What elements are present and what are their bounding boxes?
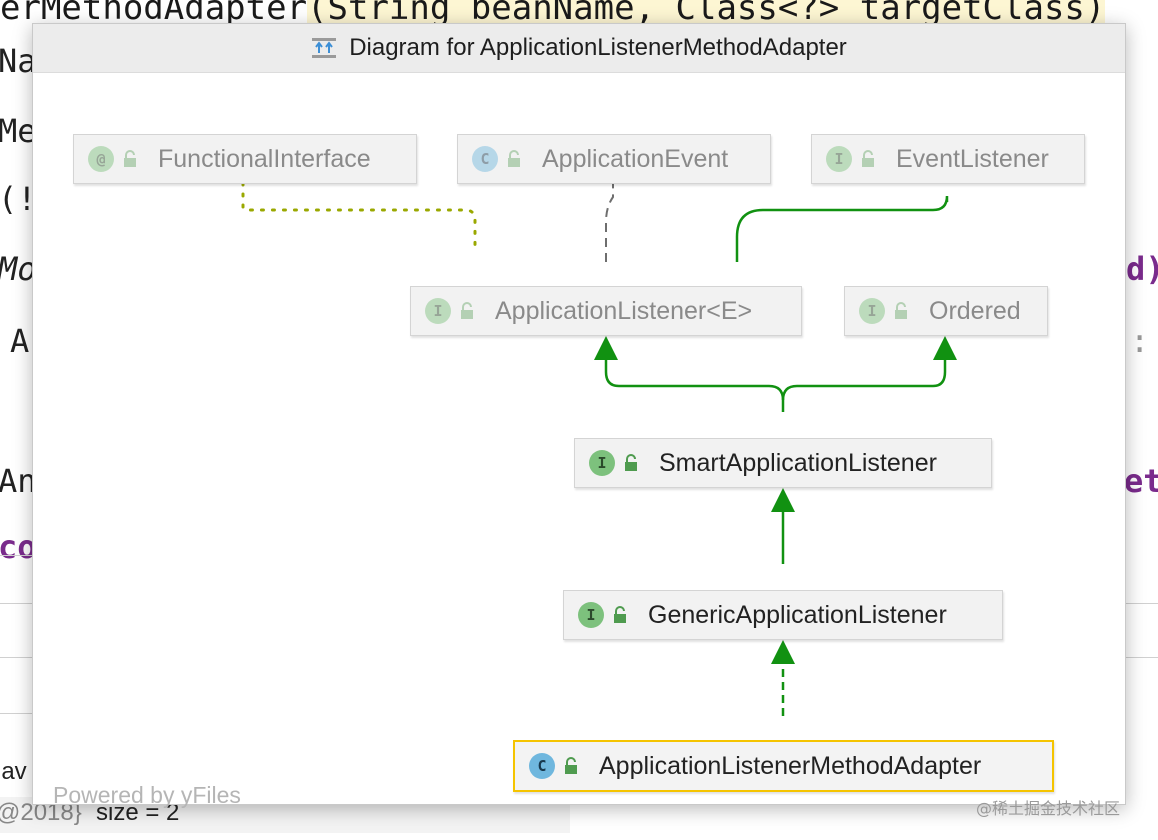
lock-icon [893, 302, 909, 320]
inheritance-edge [781, 357, 947, 401]
powered-by-label: Powered by yFiles [53, 782, 241, 808]
diagram-popup[interactable]: Diagram for ApplicationListenerMethodAda… [32, 23, 1126, 808]
node-application-event[interactable]: C ApplicationEvent [457, 134, 771, 184]
node-label: ApplicationEvent [542, 144, 729, 173]
node-label: ApplicationListener<E> [495, 296, 753, 325]
node-label: EventListener [896, 144, 1049, 173]
interface-badge-icon: I [826, 146, 852, 172]
node-application-listener-method-adapter[interactable]: C ApplicationListenerMethodAdapter [513, 740, 1054, 792]
popup-title-bar[interactable]: Diagram for ApplicationListenerMethodAda… [33, 24, 1125, 73]
panel-divider [0, 713, 40, 714]
node-label: ApplicationListenerMethodAdapter [599, 751, 982, 780]
code-fragment: co [0, 528, 37, 566]
inheritance-arrowhead [771, 488, 795, 512]
lock-icon [459, 302, 475, 320]
panel-divider [0, 657, 40, 658]
node-ordered[interactable]: I Ordered [844, 286, 1048, 336]
class-hierarchy-icon [311, 35, 337, 61]
panel-divider [1124, 657, 1158, 658]
interface-badge-icon: I [589, 450, 615, 476]
code-fragment: (! [0, 180, 37, 218]
node-application-listener[interactable]: I ApplicationListener<E> [410, 286, 802, 336]
code-fragment: An [0, 462, 37, 500]
inheritance-edge [604, 357, 785, 412]
lock-icon [612, 606, 628, 624]
lock-icon [860, 150, 876, 168]
panel-divider [1124, 603, 1158, 604]
class-badge-icon: C [472, 146, 498, 172]
interface-badge-icon: I [859, 298, 885, 324]
lock-icon [623, 454, 639, 472]
node-functional-interface[interactable]: @ FunctionalInterface [73, 134, 417, 184]
annotation-edge [241, 170, 477, 254]
node-event-listener[interactable]: I EventListener [811, 134, 1085, 184]
panel-divider [0, 603, 40, 604]
node-generic-application-listener[interactable]: I GenericApplicationListener [563, 590, 1003, 640]
dependency-edge [605, 170, 614, 262]
implements-arrowhead [771, 640, 795, 664]
interface-badge-icon: I [578, 602, 604, 628]
debug-variable-name: jav [0, 758, 27, 785]
code-fragment: A [10, 322, 30, 360]
inheritance-edge [735, 195, 949, 262]
node-smart-application-listener[interactable]: I SmartApplicationListener [574, 438, 992, 488]
node-label: Ordered [929, 296, 1021, 325]
lock-icon [563, 757, 579, 775]
code-fragment: : [1130, 322, 1150, 360]
code-fragment: Mo [0, 250, 37, 288]
code-fragment: eth [1124, 462, 1158, 500]
node-label: FunctionalInterface [158, 144, 371, 173]
lock-icon [122, 150, 138, 168]
class-badge-icon: C [529, 753, 555, 779]
inheritance-arrowhead [933, 336, 957, 360]
lock-icon [506, 150, 522, 168]
annotation-badge-icon: @ [88, 146, 114, 172]
diagram-canvas[interactable]: @ FunctionalInterface C ApplicationEvent… [33, 72, 1125, 808]
code-fragment: d) [1126, 250, 1158, 288]
watermark-text: @稀土掘金技术社区 [976, 799, 1121, 818]
panel-divider [0, 555, 40, 556]
interface-badge-icon: I [425, 298, 451, 324]
node-label: GenericApplicationListener [648, 600, 947, 629]
inheritance-arrowhead [594, 336, 618, 360]
popup-title: Diagram for ApplicationListenerMethodAda… [349, 34, 847, 61]
node-label: SmartApplicationListener [659, 448, 937, 477]
diagram-edges [241, 160, 959, 716]
code-fragment: Me [0, 112, 37, 150]
code-fragment: Na [0, 42, 37, 80]
